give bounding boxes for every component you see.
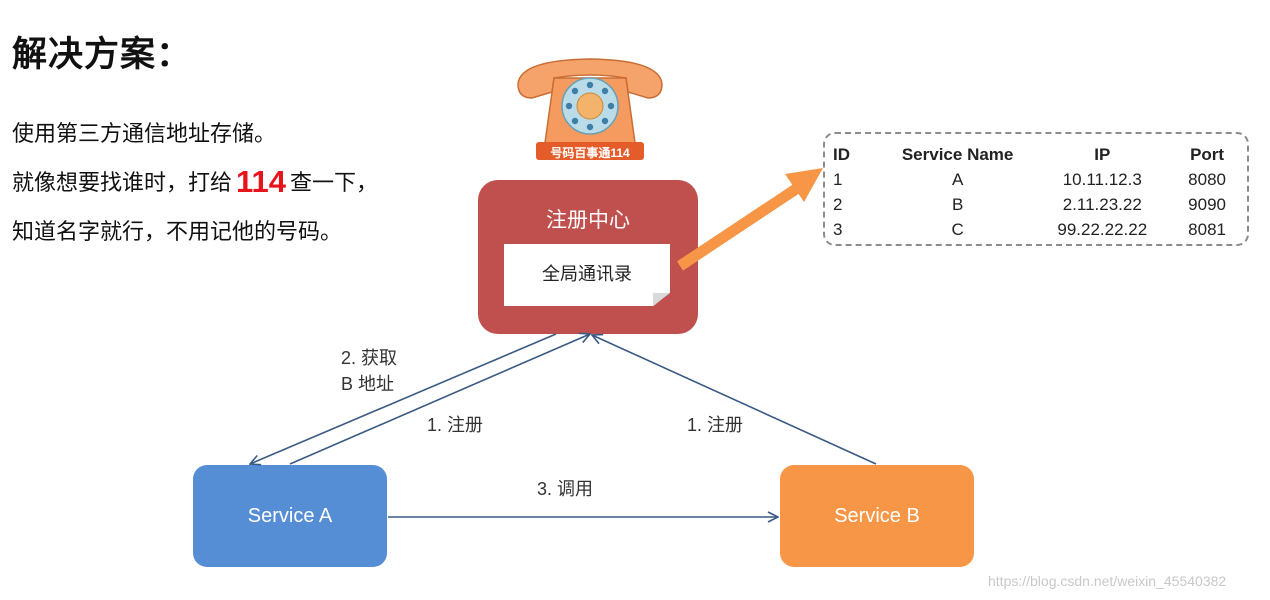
fetch-address-label-line-2: B 地址 — [341, 374, 395, 394]
cell-service-name: C — [951, 219, 964, 239]
cell-port: 8080 — [1188, 169, 1226, 189]
directory-pointer-head — [785, 168, 823, 202]
registry-center-title: 注册中心 — [546, 208, 630, 232]
table-header-row: ID Service Name IP Port — [833, 142, 1247, 167]
fetch-address-label-line-1: 2. 获取 — [341, 348, 398, 368]
global-directory: 全局通讯录 — [504, 244, 670, 306]
global-directory-label: 全局通讯录 — [542, 264, 632, 285]
fetch-address-arrow — [250, 333, 557, 464]
telephone-icon — [517, 58, 663, 160]
description-line-3: 知道名字就行，不用记他的号码。 — [12, 220, 343, 245]
cell-port: 8081 — [1188, 219, 1226, 239]
directory-pointer-shaft — [676, 184, 800, 271]
register-a-arrow — [289, 334, 590, 465]
column-header-service-name: Service Name — [901, 144, 1014, 164]
description-line-2-suffix: 查一下， — [290, 171, 379, 196]
telephone-logo-label: 号码百事通114 — [550, 146, 630, 160]
cell-ip: 2.11.23.22 — [1062, 194, 1142, 214]
cell-id: 1 — [833, 169, 843, 189]
page-title: 解决方案： — [12, 35, 193, 75]
cell-port: 9090 — [1188, 194, 1226, 214]
service-b-label: Service B — [834, 504, 920, 527]
cell-ip: 10.11.12.3 — [1062, 169, 1142, 189]
invoke-label: 3. 调用 — [537, 479, 594, 499]
cell-id: 2 — [833, 194, 843, 214]
cell-service-name: B — [951, 194, 964, 214]
service-address-table: ID Service Name IP Port 1 A 10.11.12.3 8… — [823, 132, 1249, 246]
watermark: https://blog.csdn.net/weixin_45540382 — [988, 573, 1227, 589]
description-line-2-prefix: 就像想要找谁时，打给 — [12, 171, 233, 196]
highlight-number: 114 — [236, 164, 287, 199]
column-header-port: Port — [1190, 144, 1225, 164]
cell-ip: 99.22.22.22 — [1057, 219, 1148, 239]
register-b-label: 1. 注册 — [687, 415, 744, 435]
cell-id: 3 — [833, 219, 843, 239]
service-b-node: Service B — [780, 465, 974, 567]
service-a-label: Service A — [247, 504, 333, 527]
column-header-ip: IP — [1094, 144, 1111, 164]
service-a-node: Service A — [193, 465, 387, 567]
description-line-1: 使用第三方通信地址存储。 — [12, 122, 277, 147]
table-row: 1 A 10.11.12.3 8080 — [833, 167, 1247, 192]
table-row: 2 B 2.11.23.22 9090 — [833, 192, 1247, 217]
cell-service-name: A — [951, 169, 964, 189]
register-b-arrow — [592, 335, 877, 465]
address-table: ID Service Name IP Port 1 A 10.11.12.3 8… — [833, 142, 1247, 242]
table-row: 3 C 99.22.22.22 8081 — [833, 217, 1247, 242]
column-header-id: ID — [833, 144, 850, 164]
registry-center: 注册中心 全局通讯录 — [478, 180, 698, 334]
register-a-label: 1. 注册 — [427, 415, 484, 435]
